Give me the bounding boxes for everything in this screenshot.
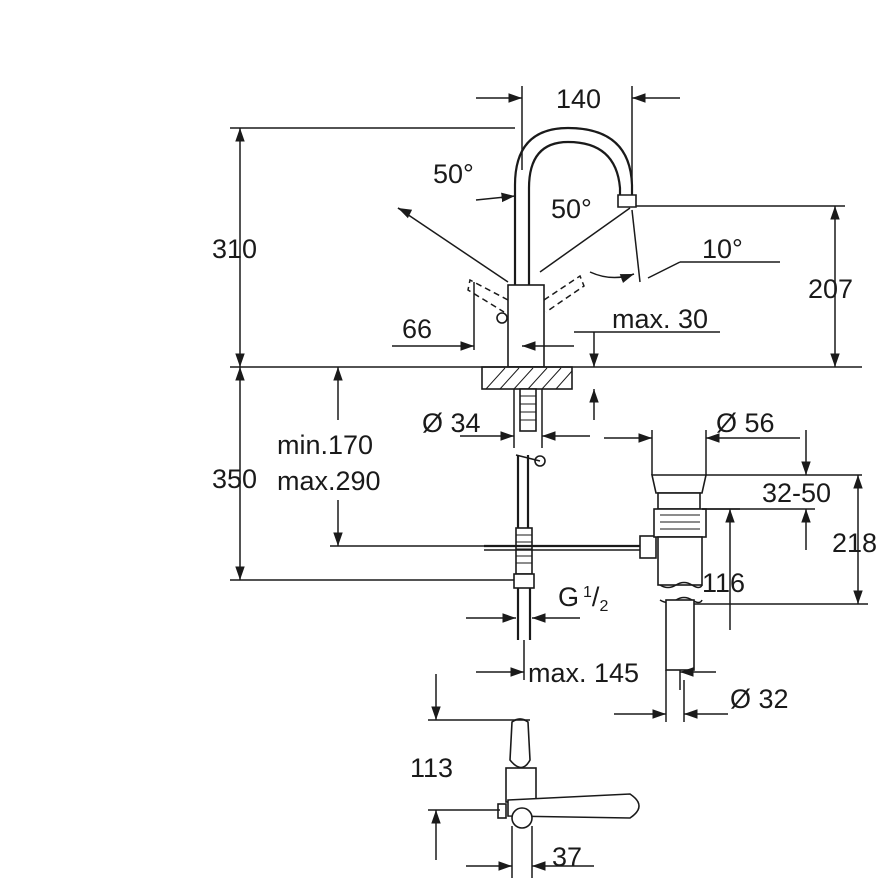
dim-218: 218	[832, 528, 877, 558]
thread-denominator: 2	[599, 598, 608, 615]
thread-numerator: 1	[583, 584, 592, 601]
dim-37: 37	[552, 842, 582, 872]
dim-max-290: max.290	[277, 466, 381, 496]
handle-detail	[497, 718, 640, 829]
dim-32-50: 32-50	[762, 478, 831, 508]
dim-diameter-34: Ø 34	[422, 408, 481, 438]
dim-116: 116	[702, 568, 745, 598]
dim-350: 350	[212, 464, 257, 494]
dim-66: 66	[402, 314, 432, 344]
dim-310: 310	[212, 234, 257, 264]
dimension-lines	[230, 86, 868, 878]
deck-hatch	[485, 367, 573, 390]
dim-min-170: min.170	[277, 430, 373, 460]
thread-letter: G	[558, 582, 579, 612]
thread-slash: /	[592, 582, 600, 612]
dim-max-30: max. 30	[612, 304, 708, 334]
dim-diameter-56: Ø 56	[716, 408, 775, 438]
dim-max-145: max. 145	[528, 658, 639, 688]
pop-up-waste	[651, 474, 707, 671]
dim-140: 140	[556, 84, 601, 114]
faucet-body	[467, 126, 657, 640]
dim-10-degree: 10°	[702, 234, 743, 264]
dim-diameter-32: Ø 32	[730, 684, 789, 714]
dim-113: 113	[410, 753, 453, 783]
dim-angle-right: 50°	[551, 194, 592, 224]
dim-207: 207	[808, 274, 853, 304]
dim-angle-left: 50°	[433, 159, 474, 189]
